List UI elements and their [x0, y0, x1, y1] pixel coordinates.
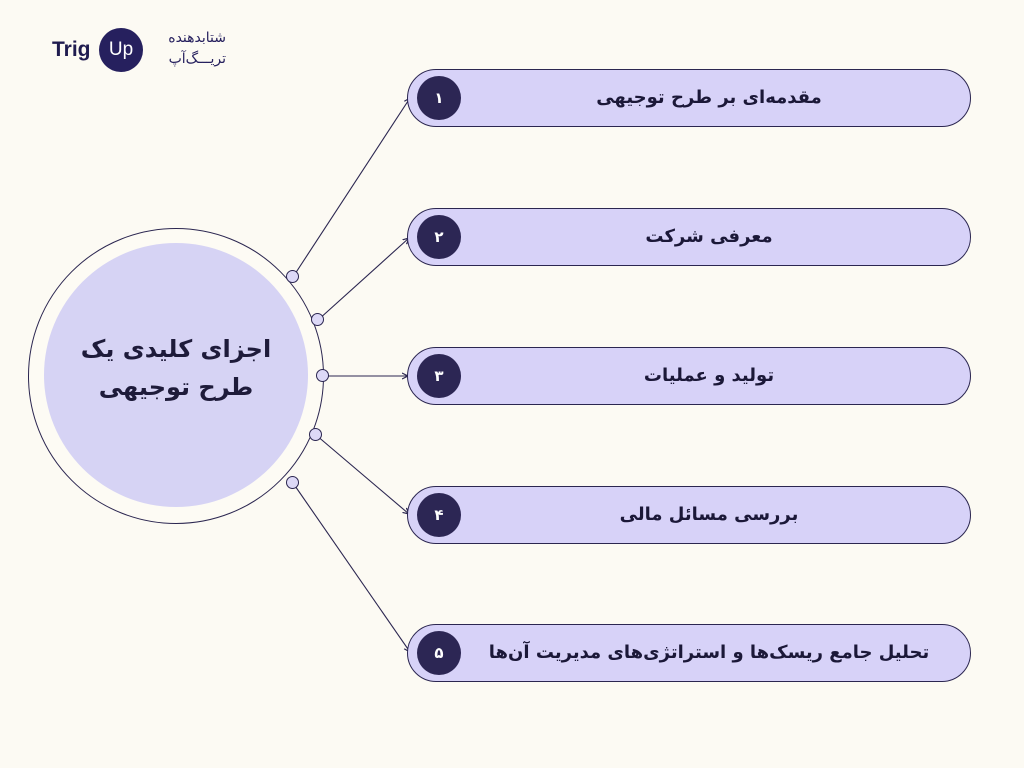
- connector-line-5: [292, 482, 410, 652]
- connector-line-2: [317, 238, 409, 321]
- center-title-line-1: اجزای کلیدی یک: [80, 335, 272, 363]
- item-number-badge: ۳: [417, 354, 461, 398]
- item-label: معرفی شرکت: [645, 226, 773, 247]
- item-label: بررسی مسائل مالی: [619, 504, 799, 525]
- item-pill-4: ۴ بررسی مسائل مالی: [407, 486, 971, 544]
- connector-line-1: [292, 98, 410, 278]
- logo-persian-text: شتابدهنده تریـــگ‌آپ: [150, 28, 226, 70]
- center-title-line-2: طرح توجیهی: [98, 373, 254, 401]
- connector-node-2: [311, 313, 324, 326]
- item-label: تولید و عملیات: [643, 365, 775, 386]
- connector-node-5: [286, 476, 299, 489]
- item-number-badge: ۱: [417, 76, 461, 120]
- connector-node-1: [286, 270, 299, 283]
- item-number-badge: ۵: [417, 631, 461, 675]
- item-pill-5: ۵ تحلیل جامع ریسک‌ها و استراتژی‌های مدیر…: [407, 624, 971, 682]
- item-pill-1: ۱ مقدمه‌ای بر طرح توجیهی: [407, 69, 971, 127]
- center-circle: [44, 243, 308, 507]
- item-number-badge: ۴: [417, 493, 461, 537]
- logo-persian-line-1: شتابدهنده: [168, 30, 226, 46]
- item-pill-3: ۳ تولید و عملیات: [407, 347, 971, 405]
- item-label: تحلیل جامع ریسک‌ها و استراتژی‌های مدیریت…: [488, 642, 930, 663]
- connector-node-4: [309, 428, 322, 441]
- connector-node-3: [316, 369, 329, 382]
- connector-line-4: [315, 434, 409, 514]
- trigup-logo: Trig Up شتابدهنده تریـــگ‌آپ: [50, 26, 230, 76]
- logo-trig-text: Trig: [52, 38, 91, 61]
- center-title: اجزای کلیدی یک طرح توجیهی: [56, 330, 296, 406]
- item-pill-2: ۲ معرفی شرکت: [407, 208, 971, 266]
- logo-up-badge: Up: [99, 28, 143, 72]
- logo-persian-line-2: تریـــگ‌آپ: [168, 51, 226, 67]
- item-label: مقدمه‌ای بر طرح توجیهی: [596, 87, 822, 108]
- item-number-badge: ۲: [417, 215, 461, 259]
